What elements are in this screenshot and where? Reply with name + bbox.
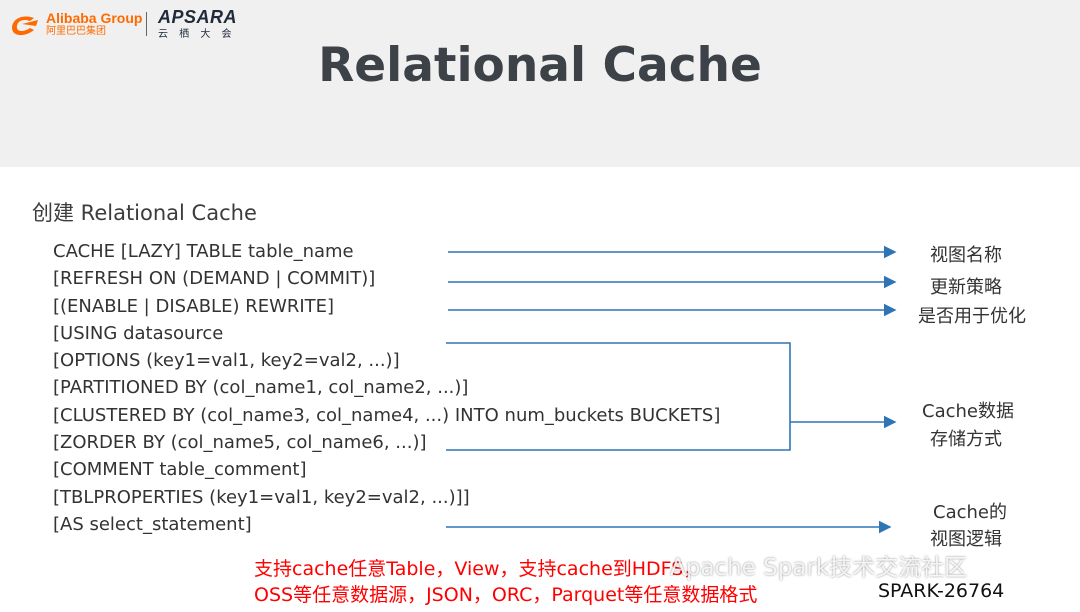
note-line-1: 支持cache任意Table，View，支持cache到HDFS， [254, 558, 703, 580]
label-view-name: 视图名称 [930, 245, 1002, 266]
label-rewrite: 是否用于优化 [918, 306, 1026, 327]
code-line: [TBLPROPERTIES (key1=val1, key2=val2, ..… [53, 486, 470, 508]
code-line: [USING datasource [53, 322, 224, 344]
alibaba-logo-icon [12, 16, 38, 36]
code-line: [COMMENT table_comment] [53, 459, 307, 481]
brand-name-cn: 阿里巴巴集团 [46, 26, 106, 37]
bracket-storage [446, 342, 791, 451]
code-line: [CLUSTERED BY (col_name3, col_name4, ...… [53, 404, 721, 426]
label-logic-2: 视图逻辑 [930, 529, 1002, 550]
section-heading: 创建 Relational Cache [32, 201, 257, 225]
apsara-logo: APSARA 云 栖 大 会 [158, 8, 237, 40]
code-line: [AS select_statement] [53, 513, 252, 535]
code-line: [(ENABLE | DISABLE) REWRITE] [53, 295, 335, 317]
note-line-2: OSS等任意数据源，JSON，ORC，Parquet等任意数据格式 [254, 584, 758, 606]
code-line: CACHE [LAZY] TABLE table_name [53, 241, 354, 262]
label-refresh-policy: 更新策略 [930, 277, 1002, 298]
header-band [0, 0, 1080, 167]
sql-syntax-block: CACHE [LAZY] TABLE table_name [REFRESH O… [53, 238, 720, 538]
code-line: [PARTITIONED BY (col_name1, col_name2, .… [53, 377, 469, 399]
jira-ticket: SPARK-26764 [878, 580, 1005, 602]
brand-name-en: Alibaba Group [46, 10, 143, 26]
logo-divider [146, 12, 147, 36]
label-storage-2: 存储方式 [930, 429, 1002, 450]
alibaba-logo: Alibaba Group 阿里巴巴集团 [8, 10, 142, 38]
code-line: [OPTIONS (key1=val1, key2=val2, ...)] [53, 350, 400, 372]
label-storage-1: Cache数据 [922, 401, 1014, 422]
code-line: [ZORDER BY (col_name5, col_name6, ...)] [53, 432, 427, 454]
watermark: Apache Spark技术交流社区 [670, 555, 968, 581]
slide-title: Relational Cache [318, 38, 762, 93]
code-line: [REFRESH ON (DEMAND | COMMIT)] [53, 268, 376, 290]
label-logic-1: Cache的 [933, 502, 1007, 523]
conference-name-cn: 云 栖 大 会 [158, 29, 236, 40]
conference-name-en: APSARA [158, 7, 238, 27]
